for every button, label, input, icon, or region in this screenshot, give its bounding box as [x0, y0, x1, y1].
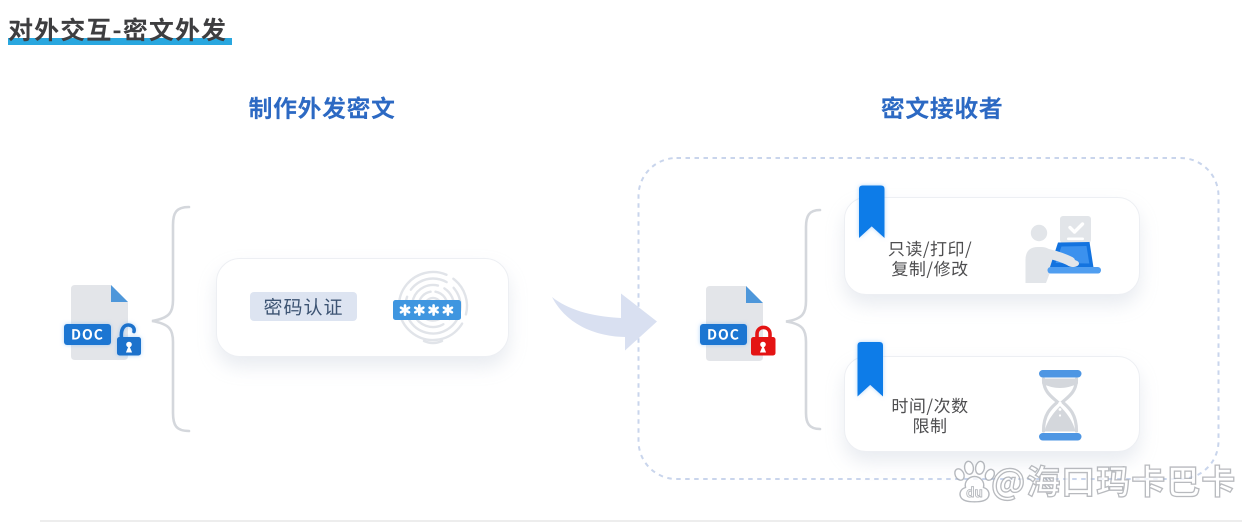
permission-card-text: 只读/打印/ 复制/修改	[848, 238, 1012, 277]
password-auth-chip: 密码认证	[250, 292, 357, 321]
doc-label-text: DOC	[707, 325, 740, 345]
doc-file-unlocked-icon: DOC	[64, 285, 141, 360]
left-brace	[151, 205, 191, 433]
section-header-right: 密文接收者	[880, 89, 1004, 124]
limit-line-2: 限制	[912, 411, 948, 437]
watermark-text: @海口玛卡巴卡	[990, 455, 1237, 504]
watermark: @海口玛卡巴卡	[990, 455, 1237, 504]
lock-icon	[751, 325, 776, 356]
doc-file-locked-icon: DOC	[700, 286, 776, 361]
bottom-divider	[40, 520, 1242, 522]
permission-line-2: 复制/修改	[891, 254, 969, 280]
doc-label-text: DOC	[71, 325, 104, 345]
doc-page	[706, 286, 763, 361]
doc-fold	[746, 286, 763, 303]
title-underline	[8, 38, 232, 45]
doc-page	[71, 285, 128, 360]
doc-label-badge	[64, 324, 111, 345]
unlock-icon	[117, 323, 141, 356]
baidu-paw-icon: du	[954, 460, 996, 503]
page-title: 对外交互-密文外发	[8, 11, 228, 47]
limit-card-text: 时间/次数 限制	[848, 395, 1012, 434]
right-brace	[785, 208, 822, 431]
flow-arrow-icon	[552, 293, 657, 351]
doc-label-badge	[700, 324, 747, 345]
baidu-paw-text: du	[966, 482, 983, 501]
doc-fold	[111, 285, 128, 302]
section-header-left: 制作外发密文	[248, 89, 396, 124]
